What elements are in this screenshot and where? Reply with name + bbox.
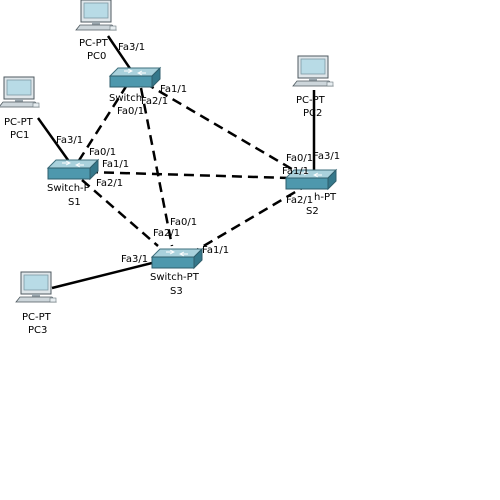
link-pc3-s3: [51, 260, 157, 290]
s2-type-label: h-PT: [314, 192, 337, 203]
link-s0-s3: [139, 87, 174, 247]
s3-type-label: Switch-PT: [150, 272, 200, 283]
port-label: Fa1/1: [202, 245, 229, 256]
links: [36, 35, 316, 290]
device-switch-s1[interactable]: Switch-P S1: [47, 159, 99, 208]
device-switch-s0[interactable]: Switch: [109, 67, 161, 104]
port-label: Fa3/1: [313, 151, 340, 162]
port-label: Fa1/1: [160, 84, 187, 95]
pc-icon: [0, 76, 40, 108]
pc3-type-label: PC-PT: [22, 312, 52, 323]
port-label: Fa1/1: [282, 166, 309, 177]
device-pc0[interactable]: PC-PT PC0: [75, 0, 117, 62]
device-switch-s3[interactable]: Switch-PT S3: [150, 248, 203, 297]
pc3-name-label: PC3: [28, 325, 47, 336]
port-label: Fa2/1: [153, 228, 180, 239]
s0-type-label: Switch: [109, 93, 142, 104]
s1-name-label: S1: [68, 197, 81, 208]
link-pc0-s0: [106, 35, 133, 71]
device-pc2[interactable]: PC-PT PC2: [292, 55, 334, 119]
s1-type-label: Switch-P: [47, 183, 90, 194]
port-label: Fa3/1: [121, 254, 148, 265]
port-label: Fa3/1: [56, 135, 83, 146]
s2-name-label: S2: [306, 206, 319, 217]
pc1-type-label: PC-PT: [4, 117, 34, 128]
switch-icon: [47, 159, 99, 180]
link-s1-s3: [81, 179, 159, 247]
s3-name-label: S3: [170, 286, 183, 297]
switch-icon: [151, 248, 203, 269]
link-s0-s2: [144, 81, 298, 174]
port-label: Fa0/1: [117, 106, 144, 117]
port-label: Fa2/1: [141, 96, 168, 107]
link-s1-s2: [87, 170, 291, 180]
device-pc1[interactable]: PC-PT PC1: [0, 76, 40, 141]
port-label: Fa1/1: [102, 159, 129, 170]
pc1-name-label: PC1: [10, 130, 29, 141]
pc0-type-label: PC-PT: [79, 38, 109, 49]
port-label: Fa2/1: [286, 195, 313, 206]
port-label: Fa0/1: [286, 153, 313, 164]
pc2-name-label: PC2: [303, 108, 322, 119]
port-label: Fa3/1: [118, 42, 145, 53]
device-pc3[interactable]: PC-PT PC3: [15, 271, 57, 336]
pc-icon: [15, 271, 57, 303]
device-switch-s2[interactable]: h-PT S2: [285, 169, 337, 217]
link-s3-s2: [189, 186, 303, 256]
pc-icon: [75, 0, 117, 31]
switch-icon: [109, 67, 161, 88]
pc-icon: [292, 55, 334, 87]
pc2-type-label: PC-PT: [296, 95, 326, 106]
port-labels: Fa3/1 Fa1/1 Fa2/1 Fa0/1 Fa3/1 Fa0/1 Fa1/…: [56, 42, 340, 265]
port-label: Fa0/1: [170, 217, 197, 228]
link-pc1-s1: [36, 117, 70, 161]
port-label: Fa0/1: [89, 147, 116, 158]
pc0-name-label: PC0: [87, 51, 106, 62]
port-label: Fa2/1: [96, 178, 123, 189]
